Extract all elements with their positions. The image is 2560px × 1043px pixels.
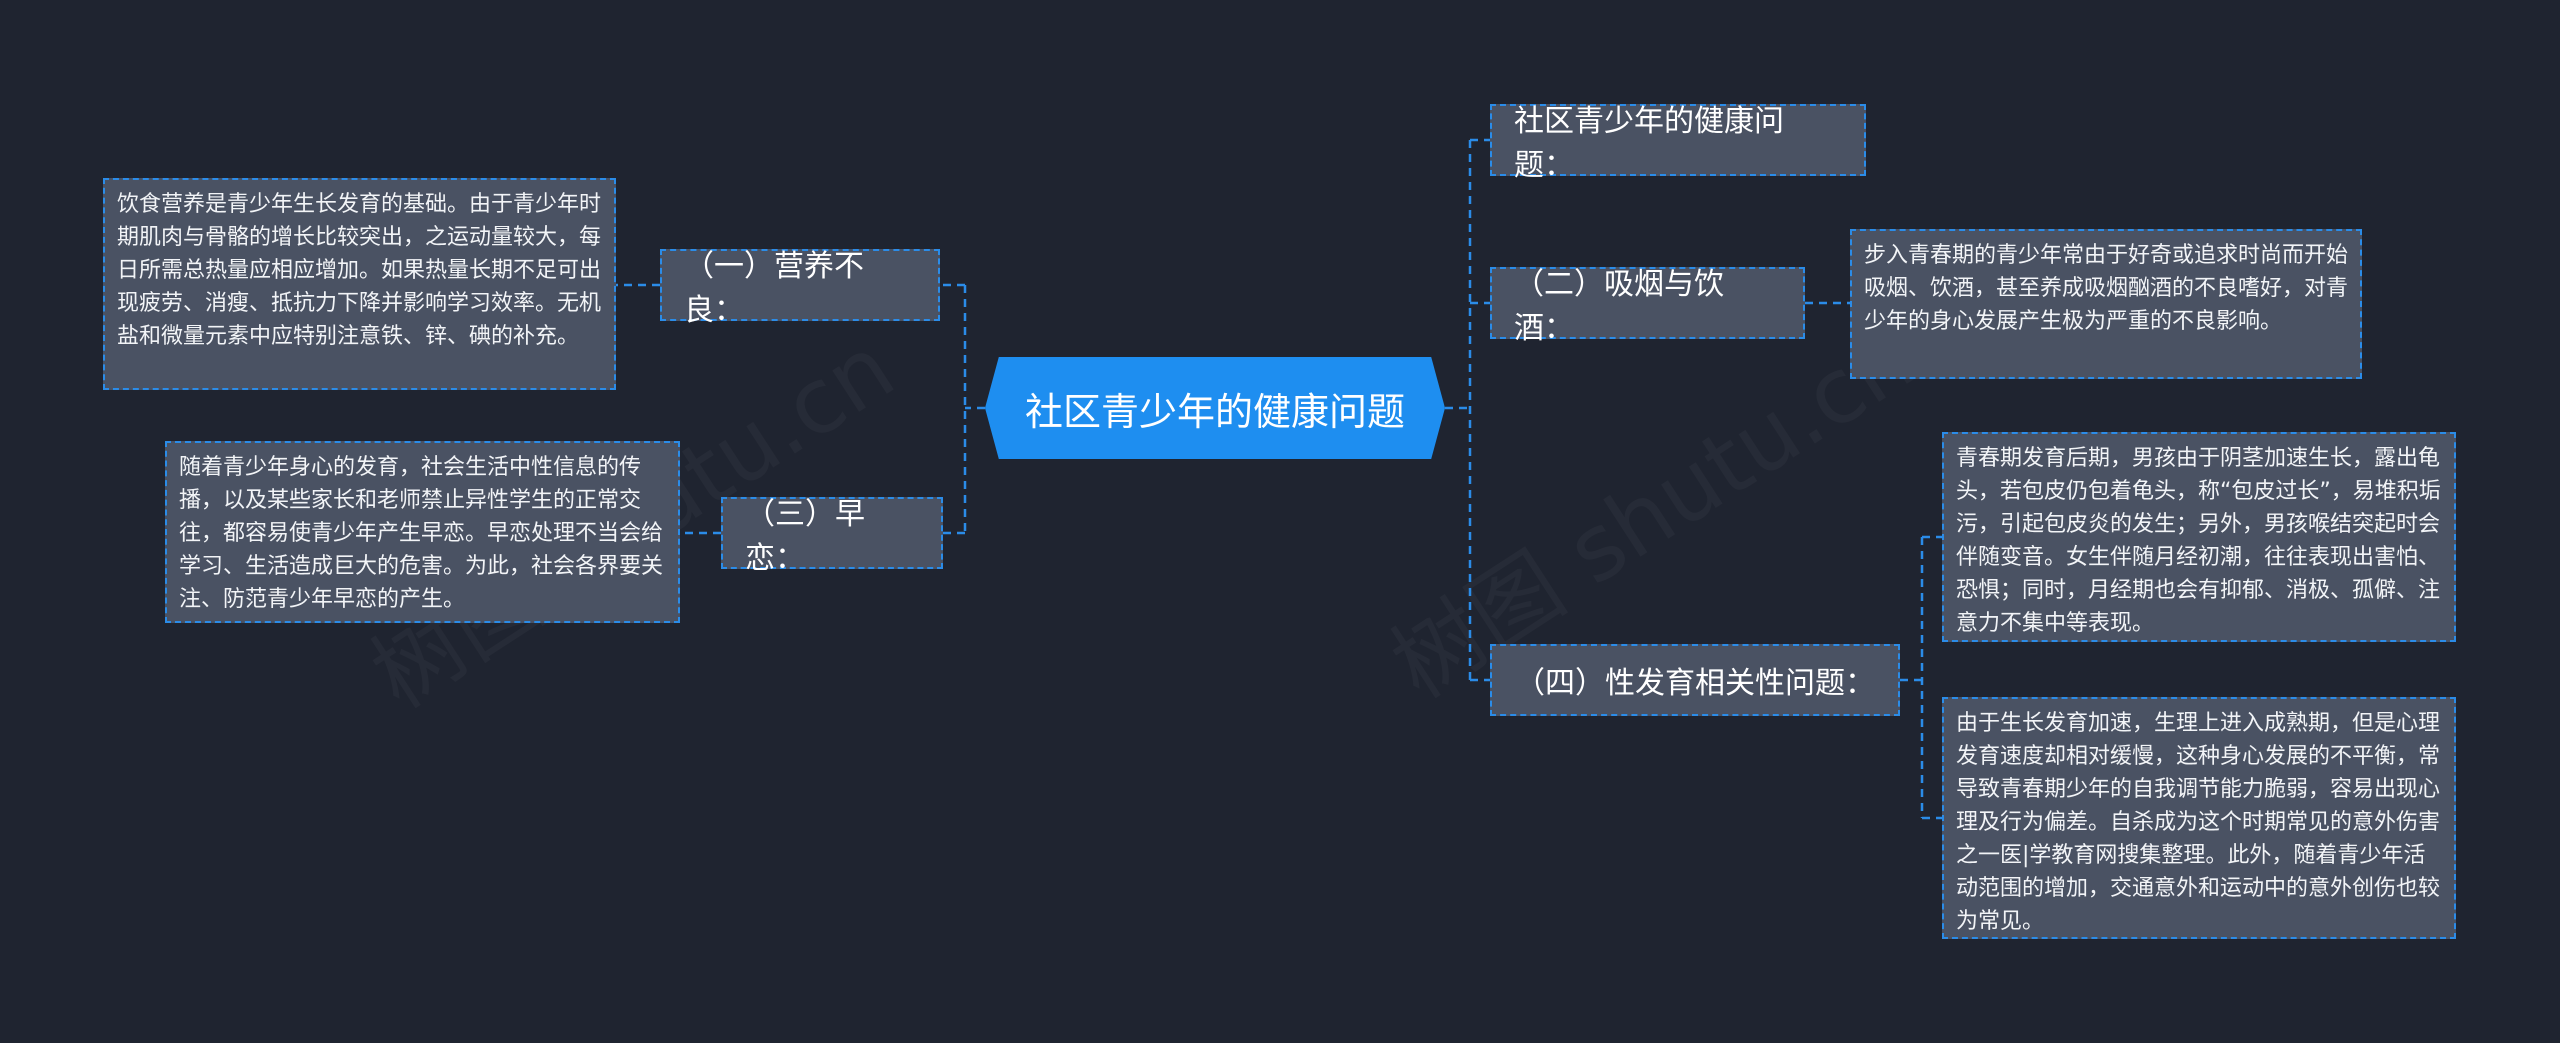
detail-psychological[interactable]: 由于生长发育加速，生理上进入成熟期，但是心理发育速度却相对缓慢，这种身心发展的不…	[1942, 697, 2456, 939]
detail-text: 饮食营养是青少年生长发育的基础。由于青少年时期肌肉与骨骼的增长比较突出，之运动量…	[117, 192, 602, 349]
detail-puberty[interactable]: 青春期发育后期，男孩由于阴茎加速生长，露出龟头，若包皮仍包着龟头，称“包皮过长”…	[1942, 432, 2456, 642]
detail-text: 步入青春期的青少年常由于好奇或追求时尚而开始吸烟、饮酒，甚至养成吸烟酗酒的不良嗜…	[1864, 243, 2349, 334]
detail-text: 随着青少年身心的发育，社会生活中性信息的传播，以及某些家长和老师禁止异性学生的正…	[179, 455, 664, 612]
branch-smoking-drinking[interactable]: （二）吸烟与饮酒：	[1490, 267, 1805, 346]
branch-sexual-development[interactable]: （四）性发育相关性问题：	[1490, 644, 1900, 716]
detail-early-love[interactable]: 随着青少年身心的发育，社会生活中性信息的传播，以及某些家长和老师禁止异性学生的正…	[165, 441, 680, 623]
branch-early-love[interactable]: （三）早恋：	[721, 497, 943, 576]
branch-health-issues[interactable]: 社区青少年的健康问题：	[1490, 104, 1866, 183]
detail-text: 青春期发育后期，男孩由于阴茎加速生长，露出龟头，若包皮仍包着龟头，称“包皮过长”…	[1956, 446, 2441, 636]
branch-label: （四）性发育相关性问题：	[1515, 666, 1875, 701]
branch-label: （一）营养不良：	[684, 249, 864, 328]
branch-label: （三）早恋：	[745, 497, 865, 576]
detail-smoking-drinking[interactable]: 步入青春期的青少年常由于好奇或追求时尚而开始吸烟、饮酒，甚至养成吸烟酗酒的不良嗜…	[1850, 229, 2362, 379]
branch-label: 社区青少年的健康问题：	[1514, 104, 1784, 183]
root-topic-label: 社区青少年的健康问题	[1024, 389, 1405, 434]
detail-nutrition[interactable]: 饮食营养是青少年生长发育的基础。由于青少年时期肌肉与骨骼的增长比较突出，之运动量…	[103, 178, 616, 390]
branch-nutrition[interactable]: （一）营养不良：	[660, 249, 940, 328]
detail-text: 由于生长发育加速，生理上进入成熟期，但是心理发育速度却相对缓慢，这种身心发展的不…	[1956, 711, 2441, 934]
branch-label: （二）吸烟与饮酒：	[1514, 267, 1724, 346]
root-topic[interactable]: 社区青少年的健康问题	[985, 357, 1445, 459]
